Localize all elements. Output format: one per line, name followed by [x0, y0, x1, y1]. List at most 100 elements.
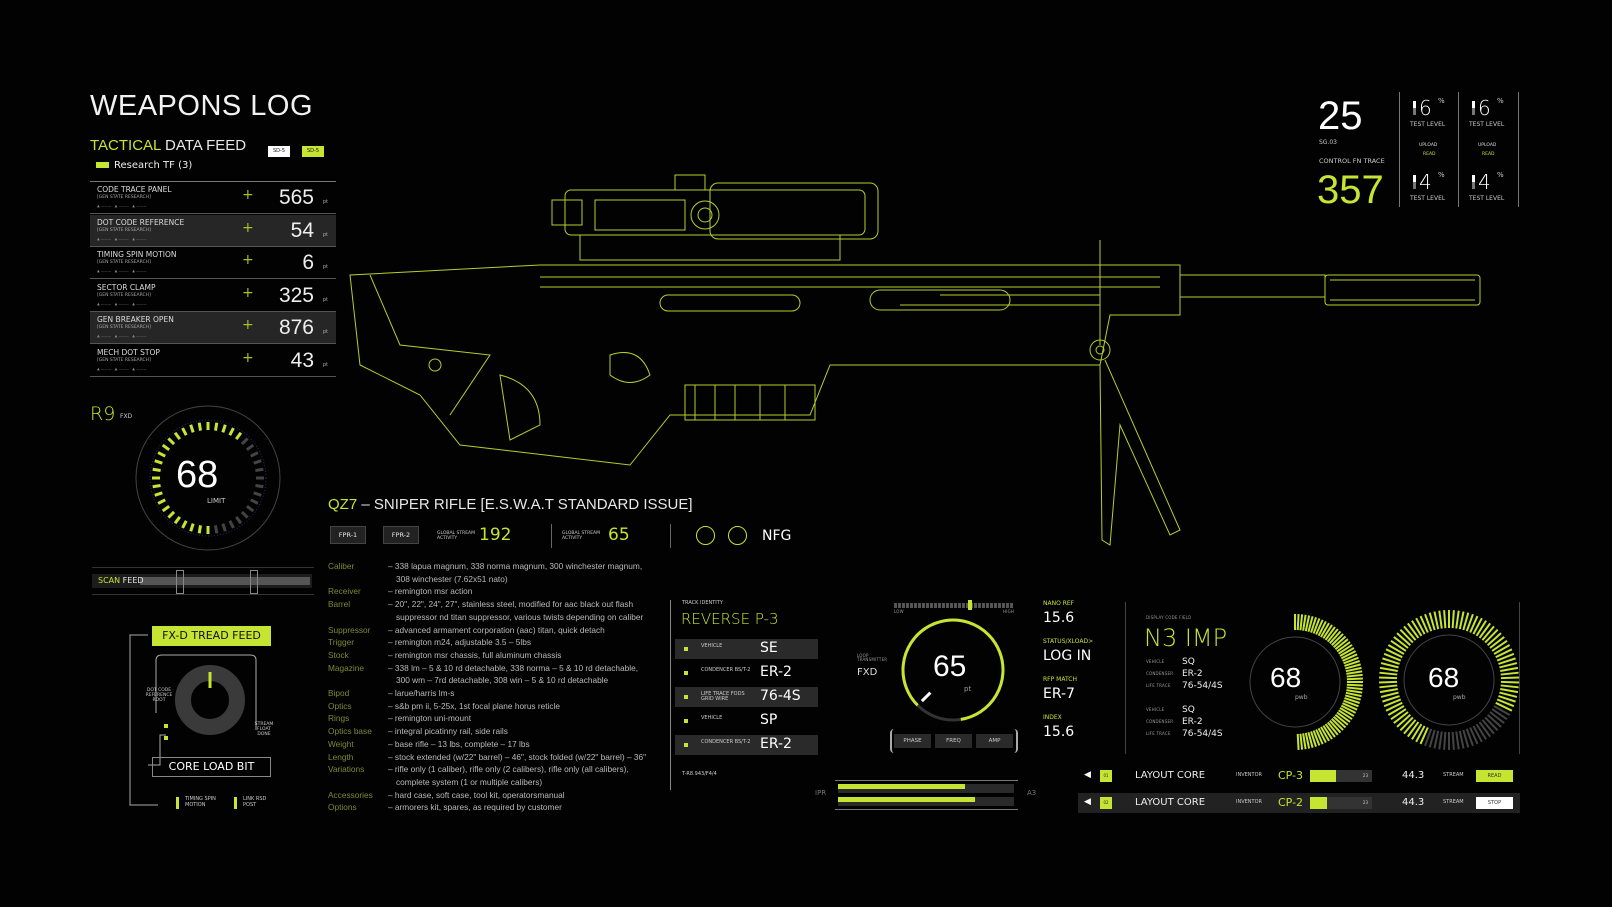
gauge-tick [1334, 638, 1349, 651]
gauge-tick [1489, 711, 1505, 724]
badge-sd5-green[interactable]: SD-5 [302, 146, 324, 157]
feed-row[interactable]: MECH DOT STOP [GEN STATE RESEARCH] ▲ ———… [90, 345, 336, 377]
gauge-tick [1472, 617, 1483, 635]
feed-row[interactable]: TIMING SPIN MOTION [GEN STATE RESEARCH] … [90, 247, 336, 279]
play-icon[interactable]: ◀ [1084, 770, 1091, 780]
play-icon[interactable]: ◀ [1084, 797, 1091, 807]
spec-line: Variations– rifle only (1 caliber), rifl… [328, 765, 629, 774]
scan-feed[interactable]: SCAN FEED [92, 567, 314, 595]
amp-button[interactable]: AMP [976, 734, 1013, 748]
fpr1-button[interactable]: FPR-1 [330, 526, 366, 544]
gauge-tick [197, 422, 202, 431]
gauge-tick [250, 498, 259, 505]
add-icon[interactable]: + [242, 219, 254, 236]
row-inventor: INVENTOR [1236, 772, 1262, 778]
gauge-tick [167, 510, 176, 519]
gauge-tick [1496, 652, 1515, 662]
gauge-tick [1382, 695, 1400, 703]
gauge-tick [1302, 614, 1307, 631]
spec-line: Optics– s&b pm ii, 5-25x, 1st focal plan… [328, 701, 560, 711]
gauge-tick [1331, 633, 1344, 646]
gauge-tick [1296, 614, 1300, 631]
layout-core-row[interactable]: ◀ 01 LAYOUT CORE INVENTOR CP-3 23 44.3 S… [1078, 766, 1520, 786]
spec-value: – 338 lapua magnum, 338 norma magnum, 30… [388, 561, 643, 571]
level-marker[interactable] [968, 600, 972, 610]
phase-button[interactable]: PHASE [894, 734, 931, 748]
spec-line: 308 winchester (7.62x51 nato) [328, 574, 508, 584]
spec-key: Variations [328, 764, 365, 775]
spec-value: – 338 lm – 5 & 10 rd detachable, 338 nor… [388, 662, 638, 673]
gauge-tick [1438, 731, 1443, 750]
gauge-tick [1407, 622, 1420, 639]
feed-row[interactable]: GEN BREAKER OPEN [GEN STATE RESEARCH] ▲ … [90, 312, 336, 344]
core-load-bit-button[interactable]: CORE LOAD BIT [152, 757, 271, 777]
tread-feed-button[interactable]: FX-D TREAD FEED [152, 626, 271, 646]
n3-key: LIFE TRACE [1146, 683, 1171, 688]
gauge-tick [1382, 657, 1400, 665]
gauge-tick [1465, 613, 1474, 632]
g2-value: 68 [1428, 662, 1460, 693]
add-icon[interactable]: + [242, 349, 254, 366]
row-name: LAYOUT CORE [1135, 770, 1206, 781]
fpr2-button[interactable]: FPR-2 [383, 526, 419, 544]
feed-row[interactable]: SECTOR CLAMP [GEN STATE RESEARCH] ▲ ——— … [90, 280, 336, 312]
scan-handle[interactable] [250, 570, 258, 594]
gsa-label-1: GLOBAL STREAM ACTIVITY [437, 531, 476, 542]
gauge-tick [1455, 731, 1460, 750]
gauge-tick [1345, 666, 1362, 673]
feed-row[interactable]: DOT CODE REFERENCE [GEN STATE RESEARCH] … [90, 214, 336, 247]
spec-value: complete system (1 or multiple calibers) [396, 776, 543, 787]
feed-row-unit: pt [322, 296, 328, 303]
add-icon[interactable]: + [242, 252, 254, 268]
feed-row[interactable]: CODE TRACE PANEL [GEN STATE RESEARCH] ▲ … [90, 182, 336, 214]
dial-icon[interactable] [728, 526, 747, 545]
test-level-label: TEST LEVEL [1410, 195, 1446, 202]
stop-button[interactable]: STOP [1476, 797, 1513, 809]
r9-sub: FXD [120, 413, 133, 420]
dial-icon[interactable] [696, 526, 715, 545]
gauge-tick [228, 427, 235, 436]
gauge-tick [1462, 612, 1470, 631]
gauge-tick [1346, 677, 1363, 681]
gauge-tick [1443, 610, 1447, 629]
gauge-tick [1462, 729, 1470, 748]
level-scale[interactable] [894, 603, 1014, 608]
spec-value: – integral picatinny rail, side rails [388, 726, 508, 737]
feed-row-value: 325 [278, 283, 314, 307]
gauge-tick [1478, 622, 1491, 639]
read-button[interactable]: READ [1476, 770, 1513, 782]
feed-row-sub: [GEN STATE RESEARCH] [97, 357, 151, 363]
track-key: CONDENCER BS/T-2 [701, 667, 751, 673]
gauge-tick [1438, 610, 1443, 629]
gauge-tick [255, 484, 264, 489]
gauge-tick [1387, 644, 1405, 655]
feed-row-unit: pt [322, 264, 328, 270]
spec-key: Magazine [328, 662, 364, 673]
gauge-tick [1338, 644, 1353, 655]
add-icon[interactable]: + [242, 284, 254, 301]
pwb-gauge-2 [1379, 610, 1519, 750]
freq-button[interactable]: FREQ [935, 734, 972, 748]
gauge-ring [135, 405, 281, 551]
row-name: LAYOUT CORE [1135, 797, 1206, 808]
gauge-tick [1484, 716, 1499, 732]
layout-core-row[interactable]: ◀ 02 LAYOUT CORE INVENTOR CP-2 23 44.3 S… [1078, 793, 1520, 813]
add-icon[interactable]: + [242, 187, 254, 203]
tread-left-label: DOT CODE REFERENCE ROOT [145, 688, 173, 704]
spec-line: Accessories– hard case, soft case, tool … [328, 790, 565, 800]
badge-sd5-white[interactable]: SD-5 [268, 146, 290, 157]
spec-value: suppressor nd titan suppressor, various … [396, 611, 644, 622]
a3-label: A3 [1027, 789, 1037, 797]
gauge-tick [1307, 616, 1314, 633]
add-icon[interactable]: + [242, 317, 254, 333]
gauge-tick [1322, 624, 1333, 639]
scan-handle[interactable] [176, 570, 184, 594]
gauge-tick [1433, 730, 1440, 749]
gauge-tick [235, 431, 243, 441]
gauge-tick [154, 491, 163, 497]
